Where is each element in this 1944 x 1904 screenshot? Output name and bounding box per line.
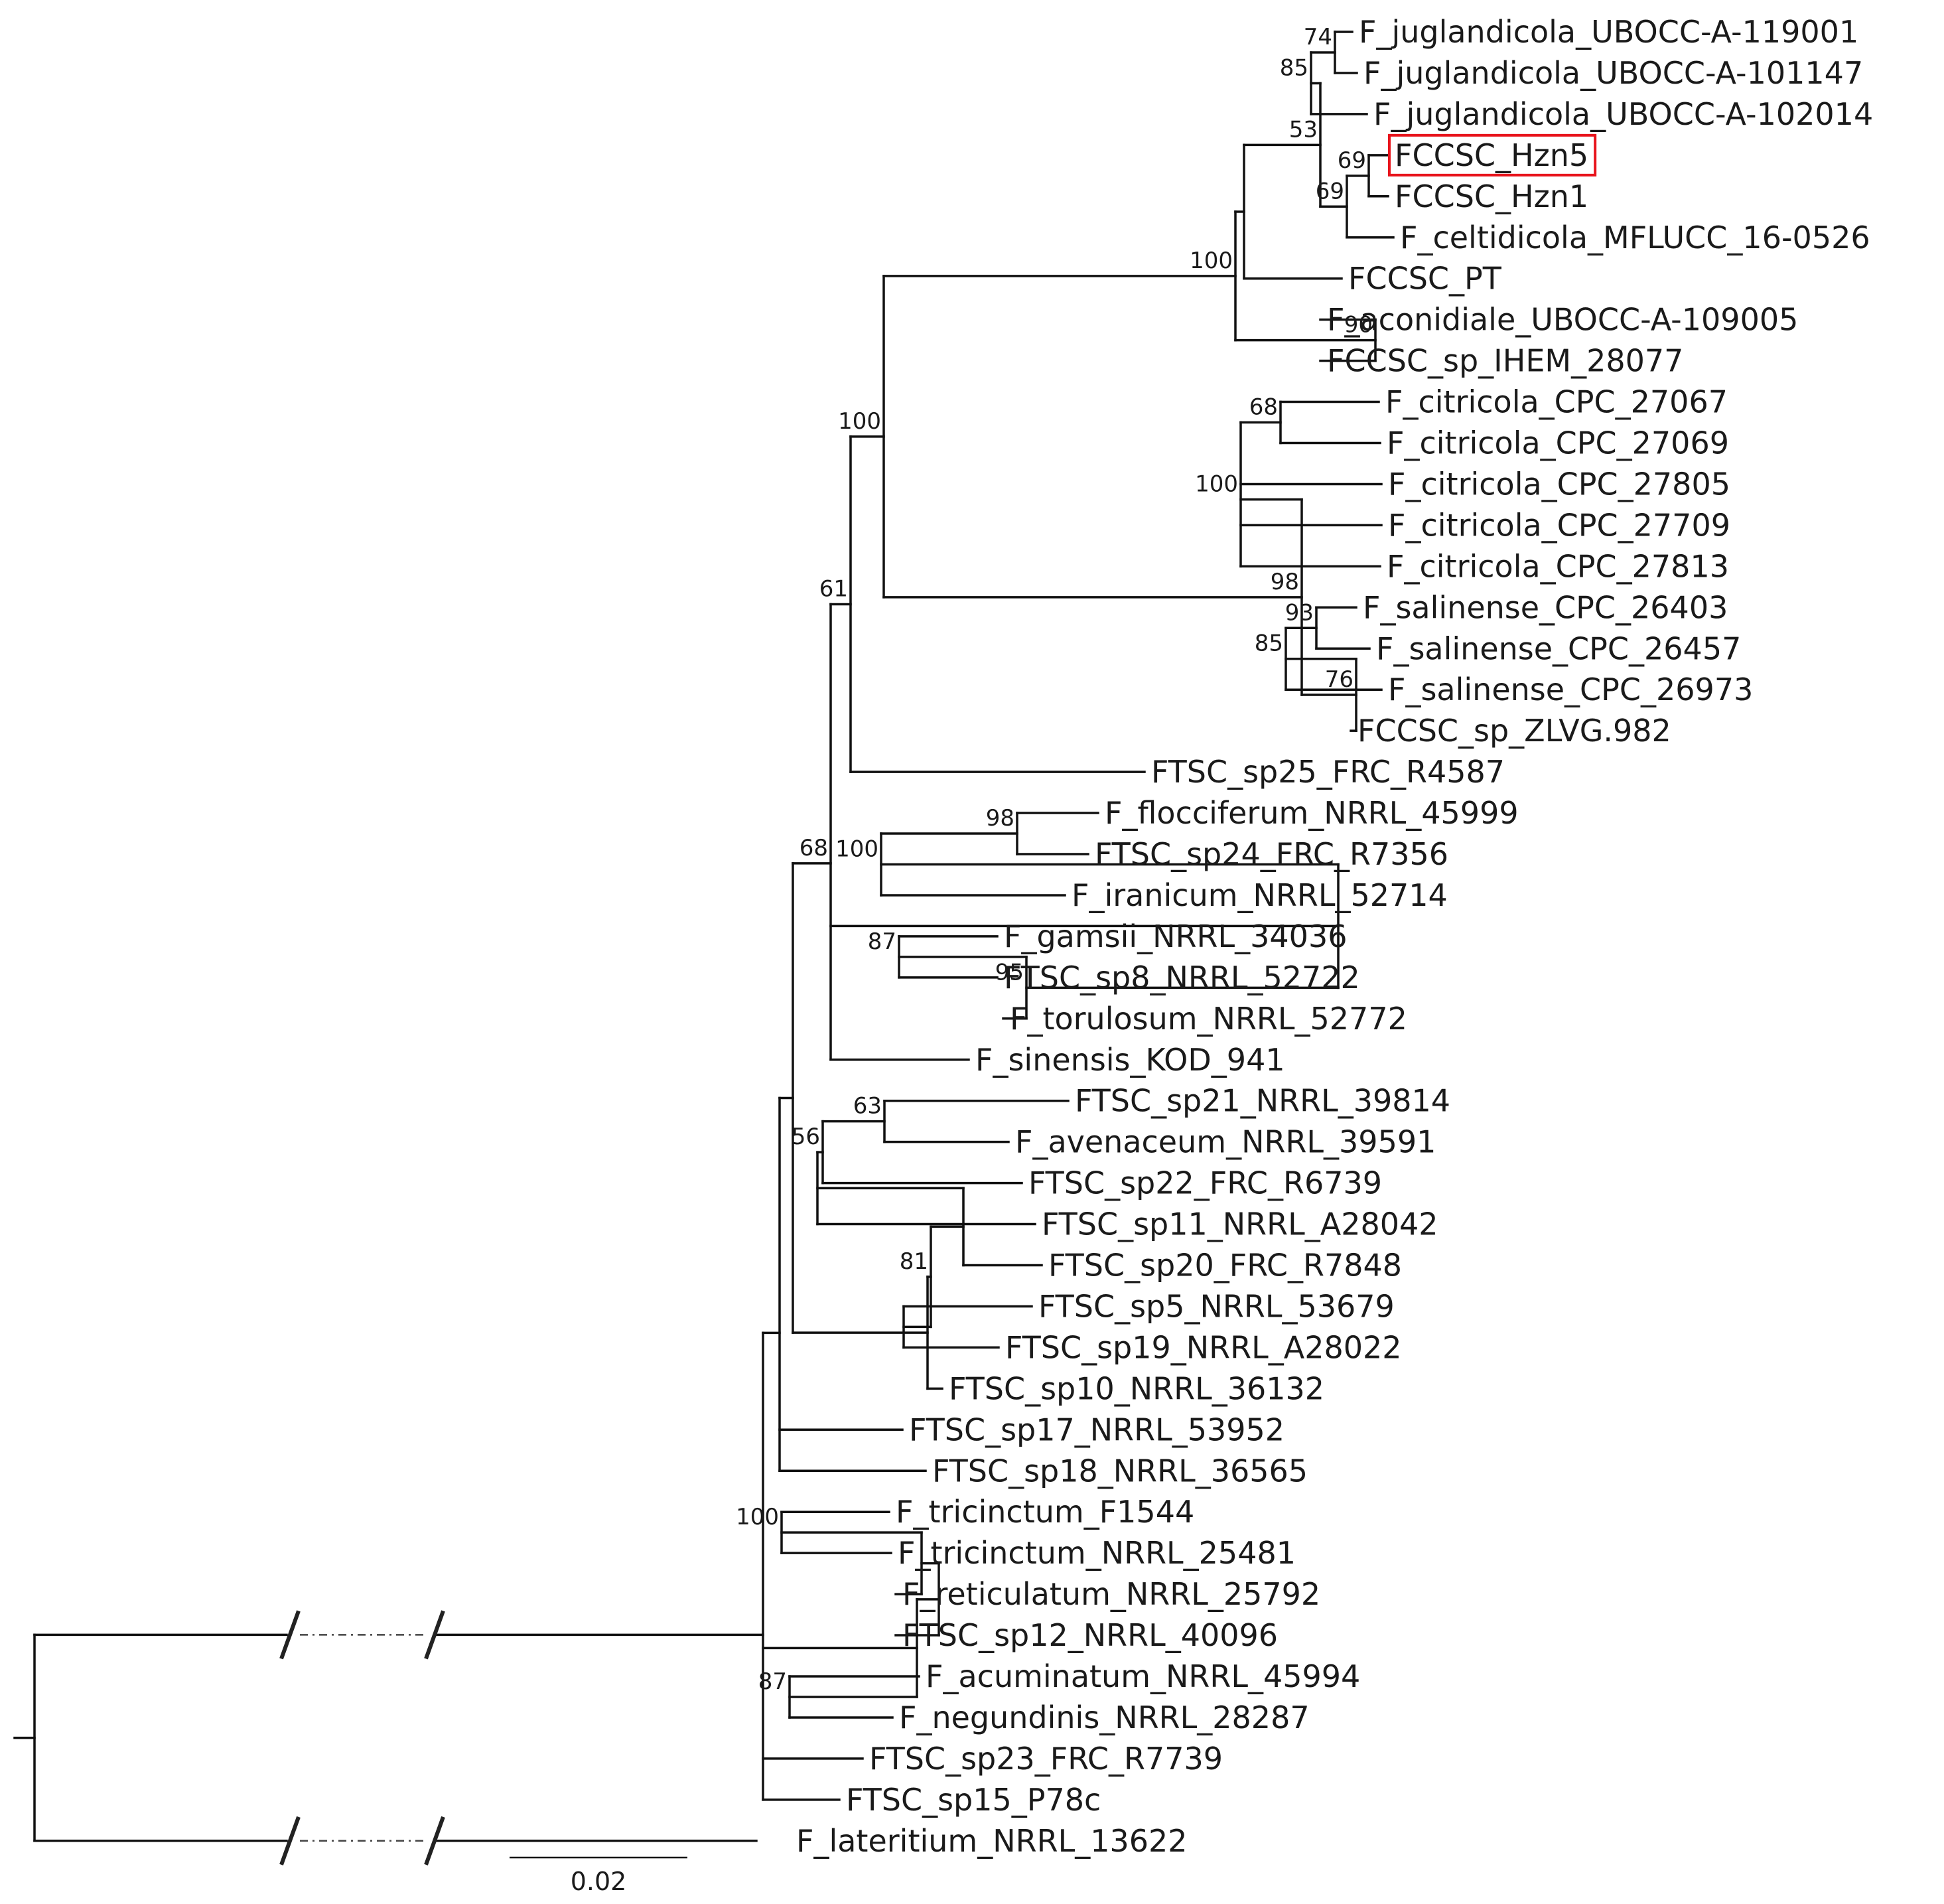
bootstrap-value: 90 xyxy=(1344,312,1373,338)
ingroup-stem-break-mark xyxy=(424,1610,445,1660)
tip-label: F_citricola_CPC_27709 xyxy=(1388,507,1730,543)
tip-label: F_gamsii_NRRL_34036 xyxy=(1004,918,1347,954)
tree-branches xyxy=(762,31,1395,1801)
bootstrap-value: 93 xyxy=(1285,599,1314,626)
tip-label: F_tricinctum_NRRL_25481 xyxy=(898,1535,1296,1571)
bootstrap-value: 56 xyxy=(792,1124,820,1150)
tip-label: F_torulosum_NRRL_52772 xyxy=(1010,1001,1407,1037)
tip-labels: F_juglandicola_UBOCC-A-119001F_juglandic… xyxy=(796,14,1873,1859)
tip-label: FTSC_sp15_P78c xyxy=(846,1782,1101,1818)
tip-label: F_tricinctum_F1544 xyxy=(896,1494,1194,1530)
tip-label: FTSC_sp25_FRC_R4587 xyxy=(1151,754,1505,790)
tip-label: F_avenaceum_NRRL_39591 xyxy=(1015,1124,1436,1160)
bootstrap-value: 69 xyxy=(1338,147,1366,174)
bootstrap-value: 63 xyxy=(853,1093,882,1120)
bootstrap-value: 76 xyxy=(1325,666,1354,693)
tip-label: F_reticulatum_NRRL_25792 xyxy=(902,1576,1320,1612)
tip-label: FTSC_sp17_NRRL_53952 xyxy=(909,1412,1284,1447)
tip-label: F_salinense_CPC_26457 xyxy=(1376,630,1741,666)
tip-label: F_iranicum_NRRL_52714 xyxy=(1072,877,1448,913)
outgroup-branch-break-mark xyxy=(279,1816,301,1866)
tip-label: FTSC_sp10_NRRL_36132 xyxy=(949,1370,1324,1406)
tip-label: FCCSC_sp_ZLVG.982 xyxy=(1357,713,1671,749)
root-and-scale xyxy=(13,1610,764,1866)
bootstrap-value: 100 xyxy=(835,836,878,862)
bootstrap-value: 74 xyxy=(1304,24,1332,50)
support-values: 7485696953901006810093857698100619810087… xyxy=(736,24,1373,1695)
bootstrap-value: 100 xyxy=(1195,471,1238,498)
tip-label: F_aconidiale_UBOCC-A-109005 xyxy=(1327,302,1798,338)
tip-label: FCCSC_PT xyxy=(1348,261,1502,297)
tip-label: F_citricola_CPC_27067 xyxy=(1385,384,1728,420)
bootstrap-value: 61 xyxy=(819,575,848,602)
outgroup-branch-break-mark xyxy=(424,1816,445,1866)
tip-label: FTSC_sp23_FRC_R7739 xyxy=(869,1741,1223,1777)
bootstrap-value: 68 xyxy=(1249,394,1278,421)
tip-label: F_sinensis_KOD_941 xyxy=(975,1042,1285,1078)
tip-label: FTSC_sp24_FRC_R7356 xyxy=(1095,836,1448,872)
tip-label: FTSC_sp22_FRC_R6739 xyxy=(1028,1165,1382,1201)
tip-label: FCCSC_Hzn5 xyxy=(1395,137,1588,173)
tip-label: FTSC_sp12_NRRL_40096 xyxy=(902,1617,1278,1653)
ingroup-stem-break-mark xyxy=(279,1610,301,1660)
tip-label: F_juglandicola_UBOCC-A-102014 xyxy=(1373,96,1873,132)
bootstrap-value: 100 xyxy=(1190,248,1233,274)
bootstrap-value: 69 xyxy=(1316,178,1344,204)
tip-label: F_citricola_CPC_27813 xyxy=(1387,548,1729,584)
tip-label: FTSC_sp5_NRRL_53679 xyxy=(1038,1288,1395,1324)
scale-bar-label: 0.02 xyxy=(571,1867,627,1896)
tip-label: F_negundinis_NRRL_28287 xyxy=(899,1700,1310,1735)
tip-label: F_salinense_CPC_26973 xyxy=(1388,672,1753,707)
tip-label: F_flocciferum_NRRL_45999 xyxy=(1105,795,1519,831)
bootstrap-value: 68 xyxy=(799,835,828,861)
tip-label: F_juglandicola_UBOCC-A-101147 xyxy=(1363,55,1863,91)
tip-label: F_juglandicola_UBOCC-A-119001 xyxy=(1359,14,1858,50)
tip-label: F_citricola_CPC_27069 xyxy=(1387,425,1729,461)
bootstrap-value: 87 xyxy=(758,1668,787,1695)
bootstrap-value: 87 xyxy=(868,928,896,955)
bootstrap-value: 95 xyxy=(995,959,1024,986)
bootstrap-value: 81 xyxy=(900,1248,928,1275)
bootstrap-value: 85 xyxy=(1255,630,1283,657)
tip-label: FTSC_sp11_NRRL_A28042 xyxy=(1042,1207,1438,1242)
tip-label: FTSC_sp19_NRRL_A28022 xyxy=(1005,1329,1402,1365)
highlight-box xyxy=(1388,133,1597,177)
tip-label: FTSC_sp18_NRRL_36565 xyxy=(932,1453,1308,1489)
bootstrap-value: 100 xyxy=(736,1504,779,1530)
tip-label: FTSC_sp20_FRC_R7848 xyxy=(1048,1248,1402,1283)
tip-label: FTSC_sp21_NRRL_39814 xyxy=(1075,1083,1450,1119)
bootstrap-value: 85 xyxy=(1280,54,1308,81)
tip-label: F_salinense_CPC_26403 xyxy=(1363,589,1728,625)
tip-label: F_acuminatum_NRRL_45994 xyxy=(926,1658,1360,1694)
bootstrap-value: 98 xyxy=(986,805,1014,832)
tip-label: F_citricola_CPC_27805 xyxy=(1388,466,1730,502)
tip-label-outgroup: F_lateritium_NRRL_13622 xyxy=(796,1823,1188,1859)
bootstrap-value: 53 xyxy=(1289,116,1318,143)
bootstrap-value: 100 xyxy=(838,408,881,435)
bootstrap-value: 98 xyxy=(1271,569,1299,595)
tip-label: F_celtidicola_MFLUCC_16-0526 xyxy=(1400,220,1870,256)
tip-label: FCCSC_Hzn1 xyxy=(1395,179,1588,214)
tip-label: FTSC_sp8_NRRL_52722 xyxy=(1004,960,1360,995)
tip-label: FCCSC_sp_IHEM_28077 xyxy=(1327,343,1683,379)
